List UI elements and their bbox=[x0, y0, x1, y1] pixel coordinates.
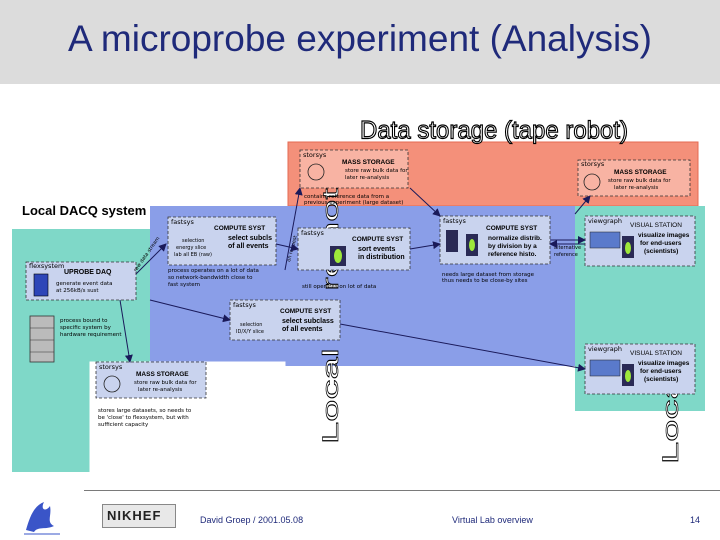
svg-text:viewgraph: viewgraph bbox=[588, 217, 622, 225]
svg-text:needs large dataset from stora: needs large dataset from storage bbox=[442, 272, 535, 278]
svg-text:select subcls: select subcls bbox=[228, 235, 272, 242]
svg-text:VISUAL STATION: VISUAL STATION bbox=[630, 350, 682, 357]
lion-logo-icon bbox=[24, 502, 60, 535]
svg-text:viewgraph: viewgraph bbox=[588, 345, 622, 353]
svg-text:COMPUTE SYST: COMPUTE SYST bbox=[352, 236, 403, 243]
svg-text:later re-analysis: later re-analysis bbox=[138, 387, 182, 393]
svg-text:fastsys: fastsys bbox=[301, 229, 324, 237]
rack-icon bbox=[29, 315, 55, 363]
svg-text:visualize images: visualize images bbox=[638, 232, 690, 239]
svg-text:still operates on lot of data: still operates on lot of data bbox=[302, 284, 376, 290]
svg-text:MASS STORAGE: MASS STORAGE bbox=[614, 169, 667, 176]
flow-arrows bbox=[119, 187, 591, 372]
footer-center: Virtual Lab overview bbox=[452, 515, 533, 525]
svg-text:process bound to: process bound to bbox=[60, 318, 108, 324]
svg-text:in distribution: in distribution bbox=[358, 254, 405, 261]
svg-text:for end-users: for end-users bbox=[640, 368, 682, 375]
svg-text:generate event data: generate event data bbox=[56, 281, 112, 287]
footer-divider bbox=[84, 490, 720, 491]
svg-text:specific system by: specific system by bbox=[60, 325, 112, 331]
mass-storage-local-box: storsys MASS STORAGE store raw bulk data… bbox=[95, 361, 207, 399]
svg-text:alternative: alternative bbox=[554, 245, 581, 251]
mass-storage-top-box: storsys MASS STORAGE store raw bulk data… bbox=[299, 149, 408, 189]
svg-text:store raw bulk data for: store raw bulk data for bbox=[345, 168, 408, 174]
svg-text:UPROBE DAQ: UPROBE DAQ bbox=[64, 269, 112, 276]
svg-text:so network-bandwidth close to: so network-bandwidth close to bbox=[168, 275, 253, 281]
svg-text:store raw bulk data for: store raw bulk data for bbox=[134, 380, 197, 386]
footer-author: David Groep / 2001.05.08 bbox=[200, 515, 304, 525]
slide-title: A microprobe experiment (Analysis) bbox=[68, 18, 652, 59]
svg-text:fastsys: fastsys bbox=[171, 218, 194, 226]
uprobe-daq-box: flexsystem UPROBE DAQ generate event dat… bbox=[25, 261, 137, 301]
analysis-diagram: Data storage (tape robot) Local DACQ sys… bbox=[12, 117, 705, 473]
svg-text:contains reference data from a: contains reference data from a bbox=[304, 194, 389, 200]
visual-station-2-box: viewgraph VISUAL STATION visualize image… bbox=[584, 343, 696, 395]
svg-text:normalize distrib.: normalize distrib. bbox=[488, 235, 542, 242]
svg-text:COMPUTE SYST: COMPUTE SYST bbox=[280, 308, 331, 315]
svg-text:of all events: of all events bbox=[282, 326, 323, 333]
svg-text:lab all EB (raw): lab all EB (raw) bbox=[174, 252, 212, 258]
svg-text:(scientists): (scientists) bbox=[644, 248, 678, 255]
mass-storage-right-box: storsys MASS STORAGE store raw bulk data… bbox=[577, 159, 691, 197]
svg-text:of all events: of all events bbox=[228, 243, 269, 250]
svg-text:sufficient capacity: sufficient capacity bbox=[98, 422, 149, 428]
nikhef-logo: NIKHEF bbox=[102, 504, 176, 528]
compute-normalize-box: fastsys COMPUTE SYST normalize distrib. … bbox=[439, 215, 551, 265]
svg-text:previous experiment (large dat: previous experiment (large dataset) bbox=[304, 200, 403, 206]
nikhef-logo-text: NIKHEF bbox=[107, 508, 162, 523]
compute-select-box: fastsys COMPUTE SYST select subcls of al… bbox=[167, 216, 277, 266]
svg-text:thus needs to be close-by site: thus needs to be close-by sites bbox=[442, 278, 528, 284]
svg-text:stores large datasets, so need: stores large datasets, so needs to bbox=[98, 408, 192, 414]
svg-text:by division by a: by division by a bbox=[488, 243, 537, 250]
svg-text:fast system: fast system bbox=[168, 282, 200, 288]
svg-text:hardware requirement: hardware requirement bbox=[60, 332, 122, 338]
svg-text:for end-users: for end-users bbox=[640, 240, 682, 247]
svg-text:MASS STORAGE: MASS STORAGE bbox=[136, 371, 189, 378]
svg-text:storsys: storsys bbox=[303, 151, 327, 159]
svg-text:process operates on a lot of d: process operates on a lot of data bbox=[168, 268, 259, 274]
svg-text:later re-analysis: later re-analysis bbox=[614, 185, 658, 191]
compute-sort-box: fastsys COMPUTE SYST sort events in dist… bbox=[297, 227, 411, 271]
label-data-storage: Data storage (tape robot) bbox=[360, 117, 628, 145]
svg-text:COMPUTE SYST: COMPUTE SYST bbox=[214, 225, 265, 232]
svg-text:later re-analysis: later re-analysis bbox=[345, 175, 389, 181]
svg-text:storsys: storsys bbox=[99, 363, 123, 371]
svg-text:storsys: storsys bbox=[581, 160, 605, 168]
title-bar: A microprobe experiment (Analysis) bbox=[0, 0, 720, 84]
svg-text:VISUAL STATION: VISUAL STATION bbox=[630, 222, 682, 229]
svg-text:COMPUTE SYST: COMPUTE SYST bbox=[486, 225, 537, 232]
svg-text:fastsys: fastsys bbox=[233, 301, 256, 309]
page-number: 14 bbox=[690, 515, 701, 525]
svg-text:MASS STORAGE: MASS STORAGE bbox=[342, 159, 395, 166]
svg-text:selection: selection bbox=[240, 322, 262, 328]
svg-text:ID/X/Y slice: ID/X/Y slice bbox=[236, 329, 264, 335]
svg-text:energy slice: energy slice bbox=[176, 245, 206, 251]
svg-text:store raw bulk data for: store raw bulk data for bbox=[608, 178, 671, 184]
svg-text:reference histo.: reference histo. bbox=[488, 251, 537, 258]
svg-text:visualize images: visualize images bbox=[638, 360, 690, 367]
svg-text:be 'close' to flexsystem, but: be 'close' to flexsystem, but with bbox=[98, 415, 189, 421]
svg-text:sort events: sort events bbox=[358, 246, 395, 253]
svg-text:flexsystem: flexsystem bbox=[29, 262, 64, 270]
compute-subclass-box: fastsys COMPUTE SYST select subclass of … bbox=[229, 299, 341, 341]
svg-text:at 256kB/s sust: at 256kB/s sust bbox=[56, 288, 99, 294]
footer: NIKHEF David Groep / 2001.05.08 Virtual … bbox=[0, 490, 720, 540]
svg-text:(scientists): (scientists) bbox=[644, 376, 678, 383]
svg-text:reference: reference bbox=[554, 252, 578, 258]
visual-station-1-box: viewgraph VISUAL STATION visualize image… bbox=[584, 215, 696, 267]
svg-text:select subclass: select subclass bbox=[282, 318, 334, 325]
svg-text:selection: selection bbox=[182, 238, 204, 244]
svg-text:fastsys: fastsys bbox=[443, 217, 466, 225]
label-local-daq: Local DACQ system bbox=[22, 203, 146, 218]
